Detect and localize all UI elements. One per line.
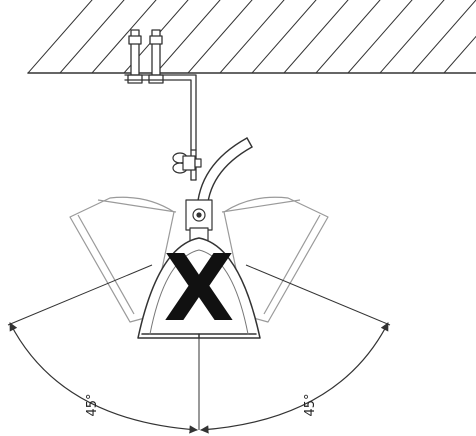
- tilt-extent-left: [69, 196, 177, 323]
- hinge-assembly: [185, 199, 213, 243]
- anchor-bolts: [127, 29, 164, 84]
- arc-right: [200, 322, 389, 434]
- ceiling-hatch: [28, 0, 476, 73]
- ceiling: [27, 0, 476, 74]
- arc-left: [9, 322, 198, 434]
- wing-nut: [172, 152, 202, 174]
- angle-reference-lines: [7, 264, 391, 430]
- angle-label-left: 45°: [85, 393, 100, 416]
- tilt-extent-right: [221, 196, 329, 323]
- mounting-bracket: [124, 74, 197, 181]
- center-mark: X: [164, 235, 235, 342]
- angle-label-right: 45°: [303, 393, 318, 416]
- angle-arcs: [9, 322, 389, 434]
